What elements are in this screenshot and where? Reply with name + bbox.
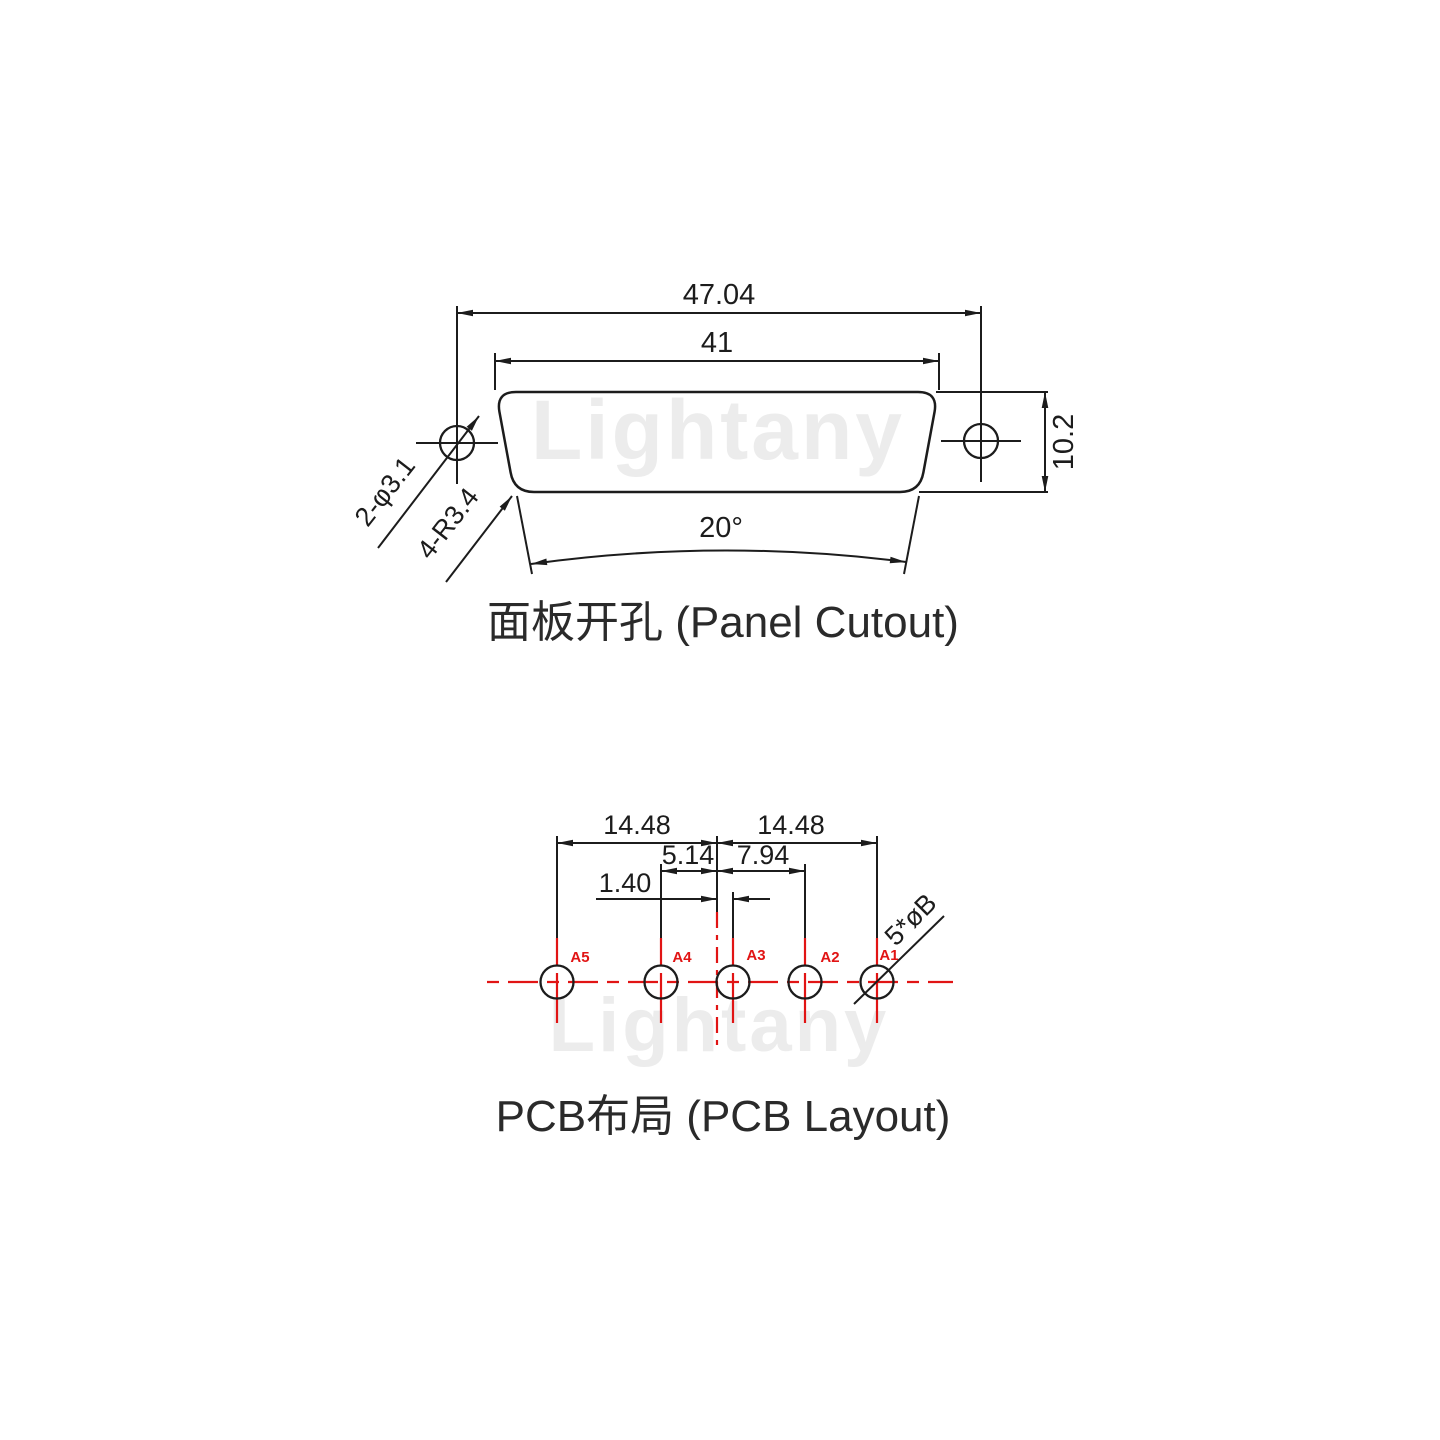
label-hole-dia: 5*øB <box>879 888 943 952</box>
dim-cutout-width: 41 <box>701 327 733 359</box>
pin-label-a1: A1 <box>879 947 898 964</box>
dim-pitch-left: 14.48 <box>603 810 671 840</box>
dim-pitch-right: 14.48 <box>757 810 825 840</box>
pin-label-a3: A3 <box>746 947 765 964</box>
pad-hole-a1 <box>859 964 895 1000</box>
pcb-layout-caption: PCB布局 (PCB Layout) <box>496 1092 951 1141</box>
pad-hole-a5 <box>539 964 575 1000</box>
angle-ext-line-right <box>903 495 920 575</box>
dim-outer-width: 47.04 <box>683 279 756 311</box>
angle-arc <box>530 549 907 566</box>
dim-angle: 20° <box>699 512 743 544</box>
label-screw-holes: 2-φ3.1 <box>349 451 421 532</box>
pad-hole-a3 <box>715 964 751 1000</box>
dim-a3-offset: 1.40 <box>599 868 652 898</box>
leader-hole-dia <box>853 915 945 1005</box>
dim-a4-offset: 5.14 <box>662 840 715 870</box>
watermark-bottom: Lightany <box>549 983 890 1068</box>
pad-hole-a4 <box>643 964 679 1000</box>
leader-corner-radius <box>445 495 513 583</box>
pin-label-a4: A4 <box>672 949 692 966</box>
watermark-top: Lightany <box>531 383 905 477</box>
pin-label-a5: A5 <box>570 949 589 966</box>
panel-cutout-caption: 面板开孔 (Panel Cutout) <box>487 598 959 647</box>
dim-a2-offset: 7.94 <box>737 840 790 870</box>
angle-ext-line-left <box>516 495 533 575</box>
leader-screw-holes <box>377 415 480 549</box>
pin-label-a2: A2 <box>820 949 839 966</box>
pcb-layout-drawing: Lightany 14.48 14.48 5.14 7.94 1.40 <box>487 810 953 1141</box>
pad-hole-a2 <box>787 964 823 1000</box>
panel-cutout-drawing: Lightany 47.04 41 10.2 2-φ3.1 4-R3.4 <box>349 279 1080 647</box>
label-corner-radius: 4-R3.4 <box>411 482 485 564</box>
panel-cutout-outline <box>497 390 937 494</box>
dim-height: 10.2 <box>1048 414 1080 470</box>
